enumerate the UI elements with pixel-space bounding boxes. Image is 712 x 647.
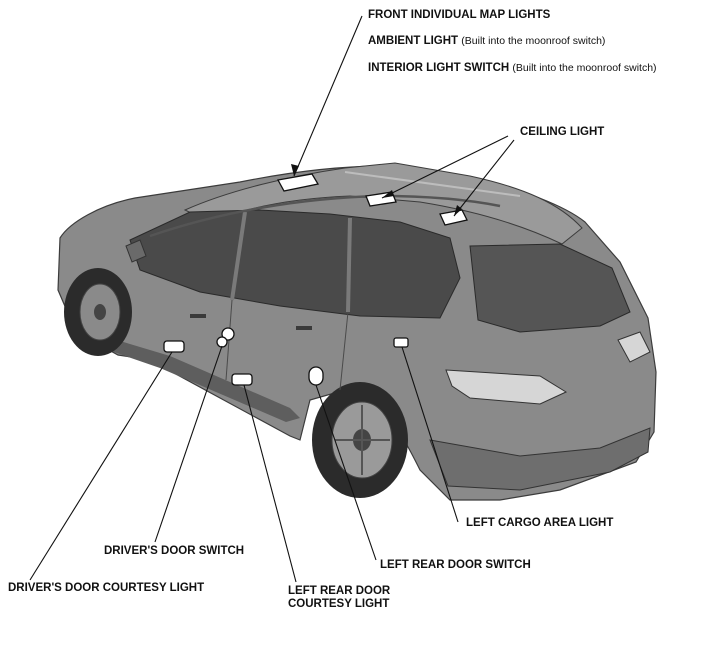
arrowhead-ceiling-light-2 [454,205,462,216]
leader-drivers-door-courtesy-light [29,351,173,581]
label-ceiling-light: CEILING LIGHT [520,126,605,138]
label-ambient-light: AMBIENT LIGHT (Built into the moonroof s… [368,35,605,48]
rear-bumper [429,427,651,491]
tail-light [445,369,568,405]
leader-left-rear-door-courtesy-light [243,384,297,583]
door-seam-rear [339,311,349,391]
leader-ceiling-light-1 [381,135,509,199]
side-windows [129,209,461,319]
leader-left-rear-door-switch [315,384,377,561]
arrowhead-front-map-lights [291,164,299,176]
drivers-door-courtesy-light-marker [163,340,185,353]
rear-door-handle [296,326,312,330]
vehicle-illustration [57,162,657,501]
rocker-panel [108,338,300,422]
front-door-handle [190,314,206,318]
left-rear-door-switch-marker [308,366,324,386]
label-left-rear-door-courtesy-light: LEFT REAR DOOR COURTESY LIGHT [288,585,390,611]
leader-front-map-lights [293,15,363,177]
leader-drivers-door-switch [154,345,223,543]
leader-cargo-area-light [401,346,459,523]
left-rear-door-courtesy-light-marker [231,373,253,386]
label-interior-light-switch: INTERIOR LIGHT SWITCH (Built into the mo… [368,62,657,75]
side-mirror [125,239,147,263]
leader-ceiling-light-2 [453,139,515,217]
c-pillar [346,217,352,313]
label-left-rear-door-courtesy-light-line2: COURTESY LIGHT [288,598,390,610]
rear-window [469,243,631,333]
label-left-rear-door-switch: LEFT REAR DOOR SWITCH [380,559,531,571]
leader-lines [29,15,515,583]
ceiling-light-rear-marker [439,209,468,226]
b-pillar [230,211,247,301]
tail-light-right [617,331,651,363]
label-drivers-door-courtesy-light: DRIVER'S DOOR COURTESY LIGHT [8,582,205,594]
label-left-rear-door-courtesy-light-line1: LEFT REAR DOOR [288,585,391,597]
rear-wheel [312,382,408,498]
label-drivers-door-switch: DRIVER'S DOOR SWITCH [104,545,245,557]
label-ambient-light-note: (Built into the moonroof switch) [461,35,606,47]
label-front-map-lights: FRONT INDIVIDUAL MAP LIGHTS [368,9,551,21]
label-ambient-light-title: AMBIENT LIGHT [368,35,459,47]
label-interior-light-switch-title: INTERIOR LIGHT SWITCH [368,62,510,74]
roof-rail [149,194,501,238]
arrowheads [291,164,462,216]
cargo-area-light-marker [393,337,409,348]
label-left-cargo-area-light: LEFT CARGO AREA LIGHT [466,517,614,529]
front-wheel [64,268,132,356]
label-interior-light-switch-note: (Built into the moonroof switch) [512,62,657,74]
front-map-lights-marker [276,173,320,192]
arrowhead-ceiling-light-1 [382,190,394,198]
roof-rail-highlight [344,171,521,197]
